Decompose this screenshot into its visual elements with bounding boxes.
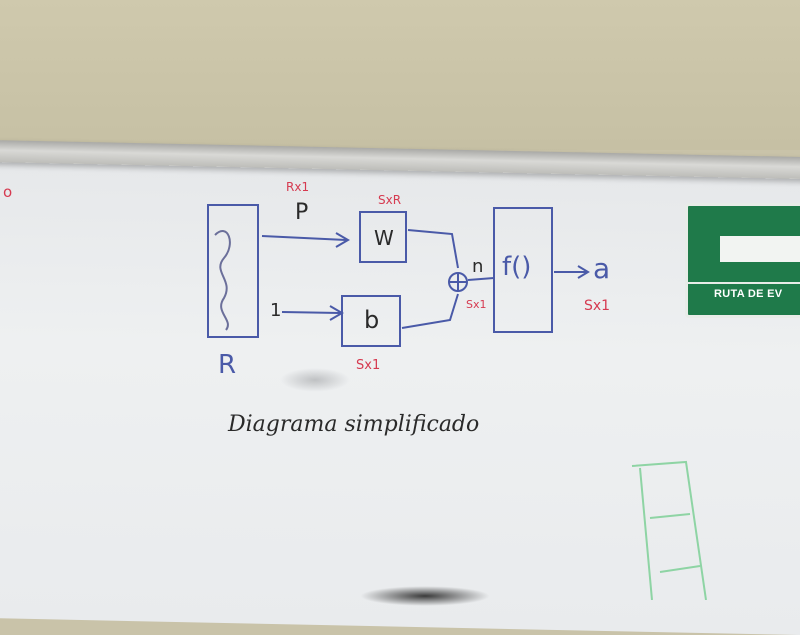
output-dims: Sx1 xyxy=(584,298,611,314)
line-w-to-sum xyxy=(407,229,459,269)
function-box xyxy=(493,207,553,333)
function-label: f() xyxy=(502,252,532,282)
input-dims: Rx1 xyxy=(286,180,310,194)
input-vector-label: P xyxy=(295,200,309,225)
sign-text: RUTA DE EV xyxy=(714,288,783,300)
wall xyxy=(0,0,800,150)
arrow-1-to-b xyxy=(281,311,341,314)
weight-box xyxy=(359,211,407,263)
line-b-to-sum xyxy=(401,293,459,329)
green-sketch xyxy=(631,460,707,600)
bias-label: b xyxy=(364,306,380,334)
input-size-label: R xyxy=(218,350,237,380)
bias-box xyxy=(341,295,401,347)
input-vector-box xyxy=(207,204,259,338)
diagram-caption: Diagrama simplificado xyxy=(228,412,480,437)
sign-white-bar xyxy=(720,236,800,262)
weight-label: W xyxy=(374,226,394,250)
sum-label: n xyxy=(472,256,484,277)
diagram-drawing xyxy=(207,204,707,600)
exit-route-sign: RUTA DE EV xyxy=(685,203,800,318)
input-squiggle xyxy=(214,230,231,331)
edge-mark: o xyxy=(3,183,13,201)
weight-dims: SxR xyxy=(378,193,402,207)
sum-dims: Sx1 xyxy=(466,298,487,311)
eraser-smudge xyxy=(280,368,350,392)
output-label: a xyxy=(593,252,611,285)
bias-input-label: 1 xyxy=(270,300,282,321)
sign-divider xyxy=(688,282,800,284)
arrow-head-w xyxy=(335,232,350,248)
line-sum-to-f xyxy=(467,277,495,281)
arrow-p-to-w xyxy=(261,235,347,241)
arrow-head-a xyxy=(577,265,590,279)
bias-dims: Sx1 xyxy=(356,358,381,373)
